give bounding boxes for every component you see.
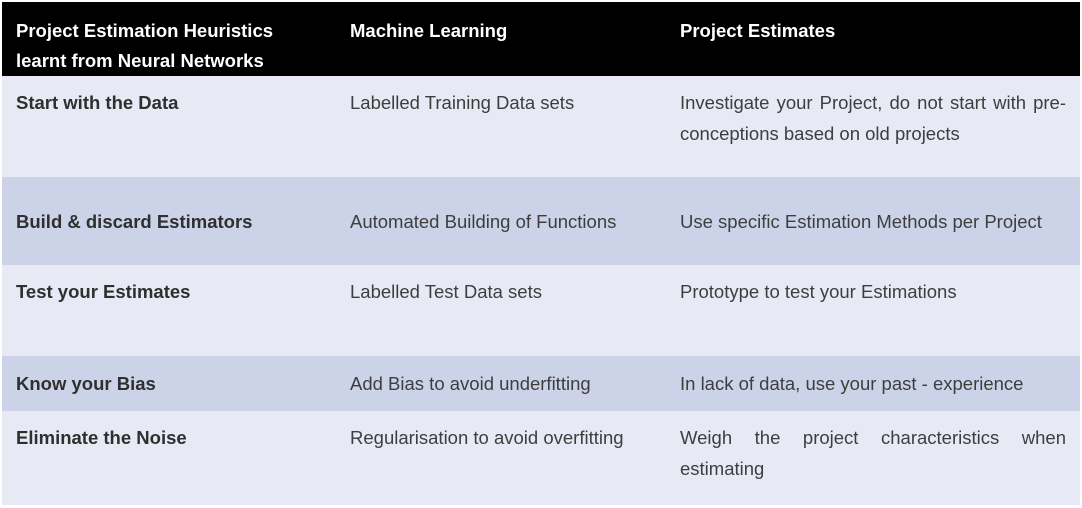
cell-machine-learning: Regularisation to avoid overfitting — [350, 427, 624, 448]
cell-machine-learning: Labelled Test Data sets — [350, 281, 542, 302]
cell-heuristic: Eliminate the Noise — [16, 427, 187, 448]
column-header-machine-learning: Machine Learning — [336, 2, 666, 76]
cell-machine-learning: Add Bias to avoid underfitting — [350, 373, 591, 394]
table-row-start-with-the-data: Start with the Data Labelled Training Da… — [2, 76, 1080, 177]
table-row-know-your-bias: Know your Bias Add Bias to avoid underfi… — [2, 356, 1080, 411]
table-row-build-discard-estimators: Build & discard Estimators Automated Bui… — [2, 177, 1080, 265]
table-header: Project Estimation Heuristics learnt fro… — [2, 2, 1080, 76]
cell-heuristic: Know your Bias — [16, 373, 156, 394]
table-row-test-your-estimates: Test your Estimates Labelled Test Data s… — [2, 265, 1080, 356]
cell-project-estimates: In lack of data, use your past - experie… — [680, 373, 1024, 394]
column-header-project-estimates: Project Estimates — [666, 2, 1080, 76]
cell-project-estimates: Use specific Estimation Methods per Proj… — [680, 210, 1042, 232]
cell-heuristic: Build & discard Estimators — [16, 210, 253, 232]
cell-project-estimates: Investigate your Project, do not start w… — [680, 92, 1066, 144]
cell-heuristic: Start with the Data — [16, 92, 179, 113]
cell-machine-learning: Labelled Training Data sets — [350, 92, 575, 113]
cell-project-estimates: Weigh the project characteristics when e… — [680, 427, 1066, 479]
cell-machine-learning: Automated Building of Functions — [350, 210, 617, 232]
cell-project-estimates: Prototype to test your Estimations — [680, 281, 957, 302]
table-row-eliminate-the-noise: Eliminate the Noise Regularisation to av… — [2, 411, 1080, 505]
column-header-heuristics: Project Estimation Heuristics learnt fro… — [2, 2, 336, 76]
table-body: Start with the Data Labelled Training Da… — [2, 76, 1080, 505]
cell-heuristic: Test your Estimates — [16, 281, 191, 302]
table-header-row: Project Estimation Heuristics learnt fro… — [2, 2, 1080, 76]
